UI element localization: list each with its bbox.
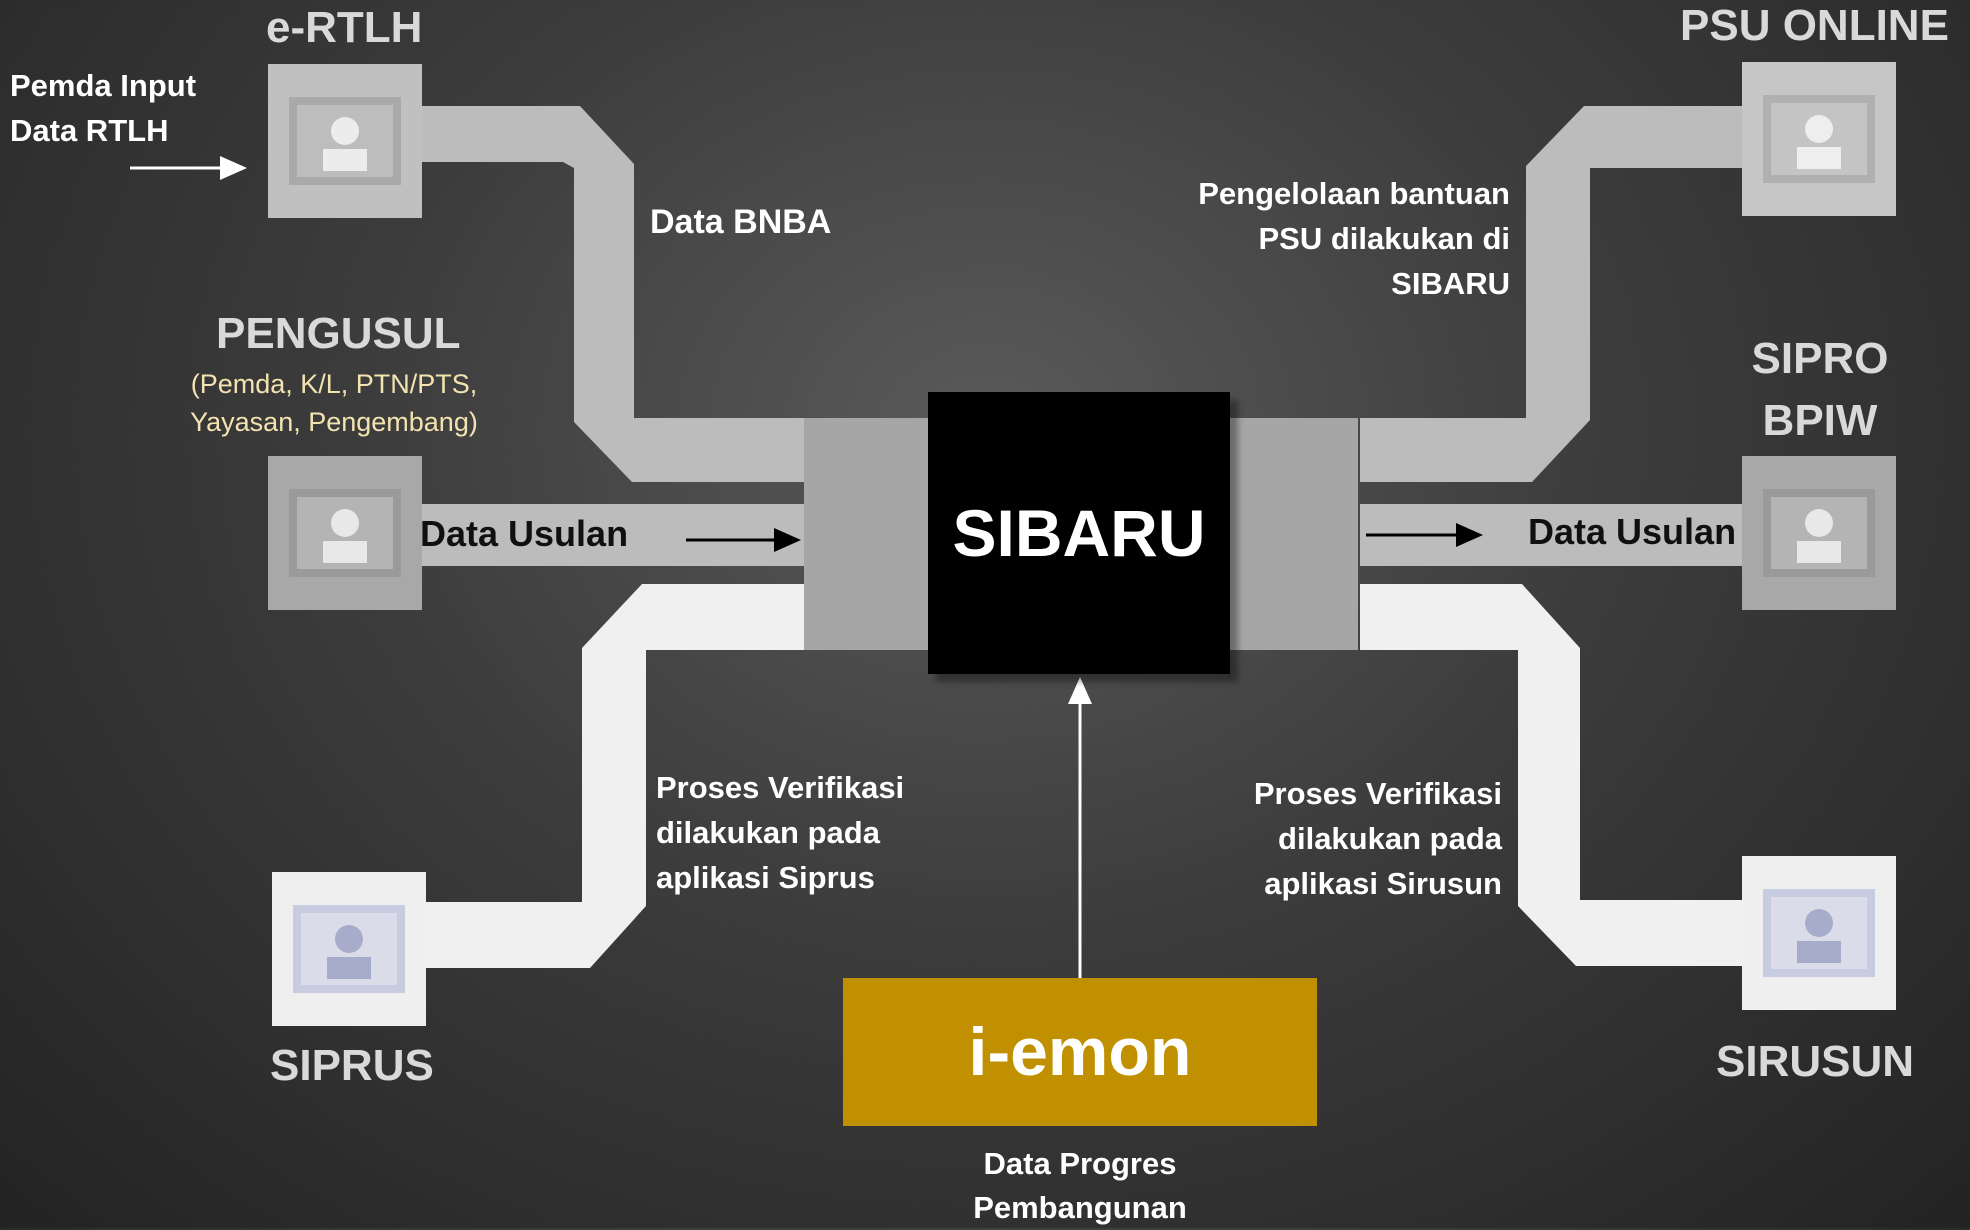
sipro-bpiw-node [1742, 456, 1896, 610]
iemon-box: i-emon [843, 978, 1317, 1126]
data-bnba-label: Data BNBA [650, 203, 832, 241]
iemon-caption: Data Progres Pembangunan [973, 1146, 1187, 1226]
psu-online-node [1742, 62, 1896, 216]
user-placeholder-icon [1763, 489, 1875, 577]
pipe-sirusun [1360, 584, 1742, 966]
psu-note: Pengelolaan bantuan PSU dilakukan di SIB… [1198, 176, 1510, 301]
user-placeholder-icon [1763, 95, 1875, 183]
pengusul-title: PENGUSUL [216, 309, 461, 358]
iemon-label: i-emon [968, 1014, 1192, 1090]
pemda-input-note: Pemda Input Data RTLH [10, 68, 197, 148]
siprus-title: SIPRUS [270, 1041, 434, 1090]
pengusul-subtitle: (Pemda, K/L, PTN/PTS, Yayasan, Pengemban… [190, 369, 478, 437]
connector-block-left [804, 418, 930, 650]
user-placeholder-icon [289, 97, 401, 185]
sibaru-label: SIBARU [952, 496, 1206, 570]
sirusun-note: Proses Verifikasi dilakukan pada aplikas… [1253, 776, 1502, 901]
pipe-psu-online [1360, 106, 1742, 482]
sirusun-node [1742, 856, 1896, 1010]
pipe-pengusul [410, 504, 810, 566]
psu-online-title: PSU ONLINE [1680, 1, 1949, 50]
user-placeholder-icon [1763, 889, 1875, 977]
sipro-bpiw-title: SIPRO BPIW [1751, 334, 1889, 446]
pipe-ertlh [410, 106, 806, 482]
data-usulan-left-label: Data Usulan [420, 513, 629, 554]
sibaru-core: SIBARU [928, 392, 1230, 674]
pengusul-node [268, 456, 422, 610]
user-placeholder-icon [289, 489, 401, 577]
siprus-node [272, 872, 426, 1026]
connector-block-right [1228, 418, 1358, 650]
user-placeholder-icon [293, 905, 405, 993]
ertlh-title: e-RTLH [266, 3, 423, 52]
siprus-note: Proses Verifikasi dilakukan pada aplikas… [656, 770, 905, 895]
ertlh-node [268, 64, 422, 218]
pipe-siprus [412, 584, 806, 968]
data-usulan-right-label: Data Usulan [1528, 511, 1737, 552]
sirusun-title: SIRUSUN [1716, 1037, 1915, 1086]
